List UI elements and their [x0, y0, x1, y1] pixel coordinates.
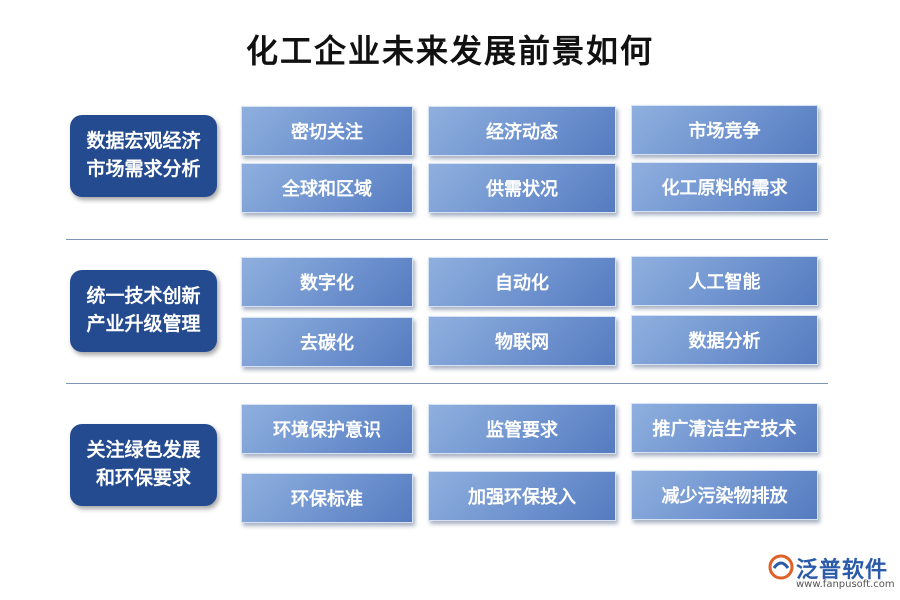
item-box: 全球和区域	[241, 163, 413, 213]
category-box-1: 数据宏观经济 市场需求分析	[70, 115, 217, 197]
item-box: 经济动态	[428, 106, 616, 156]
category-label-line1: 统一技术创新	[86, 285, 201, 308]
logo-name: 泛普软件	[796, 557, 889, 583]
item-box: 物联网	[428, 316, 616, 366]
item-box: 环保标准	[241, 473, 413, 523]
item-box: 密切关注	[241, 106, 413, 156]
item-box: 自动化	[428, 257, 616, 307]
item-box: 市场竞争	[631, 105, 818, 155]
item-box: 减少污染物排放	[631, 470, 818, 520]
page-title: 化工企业未来发展前景如何	[245, 32, 654, 70]
item-box: 人工智能	[631, 256, 818, 306]
item-box: 供需状况	[428, 163, 616, 213]
fanpu-logo-icon	[768, 554, 794, 580]
item-box: 去碳化	[241, 317, 413, 367]
item-box: 推广清洁生产技术	[631, 403, 818, 453]
category-box-3: 关注绿色发展 和环保要求	[70, 424, 217, 506]
item-box: 数据分析	[631, 315, 818, 365]
brand-logo: 泛普软件 www.fanpusoft.com	[768, 552, 895, 594]
item-box: 监管要求	[428, 404, 616, 454]
item-box: 化工原料的需求	[631, 162, 818, 212]
category-label-line1: 数据宏观经济	[86, 130, 201, 153]
item-box: 数字化	[241, 257, 413, 307]
section-divider	[66, 383, 828, 384]
category-label-line1: 关注绿色发展	[86, 439, 201, 462]
logo-url: www.fanpusoft.com	[796, 579, 895, 590]
category-label-line2: 和环保要求	[95, 467, 191, 489]
section-divider	[66, 239, 828, 240]
category-label-line2: 市场需求分析	[86, 158, 201, 180]
category-box-2: 统一技术创新 产业升级管理	[70, 270, 217, 352]
item-box: 环境保护意识	[241, 404, 413, 454]
category-label-line2: 产业升级管理	[86, 313, 201, 335]
item-box: 加强环保投入	[428, 471, 616, 521]
